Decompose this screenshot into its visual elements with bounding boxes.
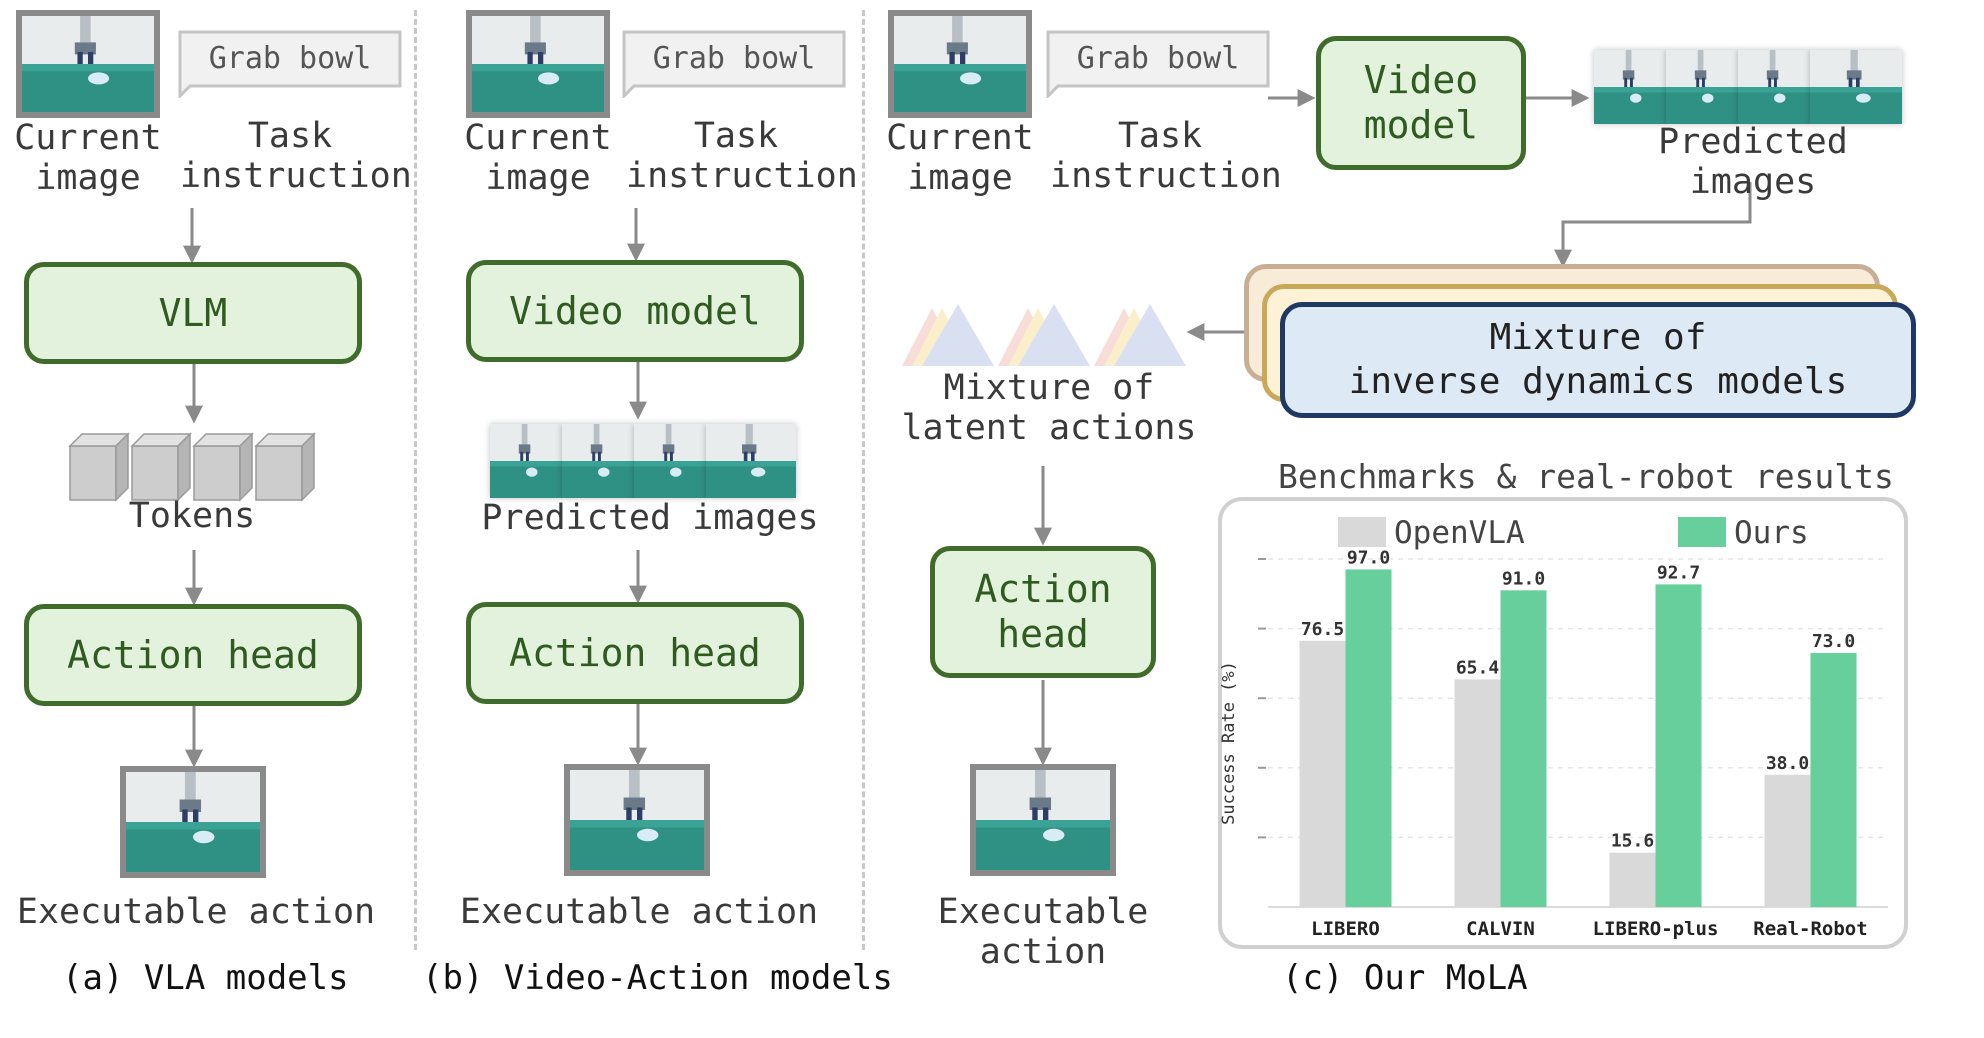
bar-openvla-libero [1299,640,1346,907]
caption-a: (a) VLA models [62,958,349,998]
chart-title: Benchmarks & real-robot results [1268,457,1904,496]
data-label: 92.7 [1657,562,1700,583]
x-tick-label: LIBERO [1311,918,1380,940]
bar-ours-calvin [1500,590,1547,907]
data-label: 15.6 [1611,831,1654,852]
executable-action-label-c: Executable action [937,892,1149,972]
divider-right [862,10,865,950]
idm-card-front: Mixture of inverse dynamics models [1280,302,1916,418]
bar-openvla-libero-plus [1609,852,1656,907]
instruction-text-b: Grab bowl [652,40,816,76]
executable-action-image-c [970,764,1116,876]
data-label: 91.0 [1502,568,1545,589]
bar-openvla-calvin [1454,679,1501,907]
instruction-card-b: Grab bowl [622,30,846,98]
predicted-frame-c4 [1810,50,1902,124]
action-head-box-b: Action head [466,602,804,704]
task-instruction-label-a: Task instruction [180,116,412,196]
bar-ours-real-robot [1810,652,1857,907]
video-model-box-b: Video model [466,260,804,362]
data-label: 76.5 [1301,619,1344,640]
idm-label: Mixture of inverse dynamics models [1348,317,1848,402]
token-cubes [68,432,316,502]
data-label: 97.0 [1347,547,1390,568]
instruction-text-a: Grab bowl [208,40,372,76]
latent-action-triangles [902,304,1186,366]
tokens-label: Tokens [128,496,256,536]
caption-b: (b) Video-Action models [422,958,893,998]
legend-swatch-openvla [1338,517,1386,547]
task-instruction-label-b: Task instruction [626,116,858,196]
predicted-frame-b2 [562,424,634,498]
predicted-images-label-c: Predicted images [1658,122,1848,202]
bar-ours-libero [1345,569,1392,907]
current-image-a [16,10,160,118]
predicted-images-label-b: Predicted images [481,498,819,538]
instruction-card-a: Grab bowl [178,30,402,98]
current-image-label-c: Current image [886,118,1034,198]
divider-left [414,10,417,950]
caption-c: (c) Our MoLA [1282,958,1528,998]
instruction-text-c: Grab bowl [1076,40,1240,76]
data-label: 65.4 [1456,657,1500,678]
predicted-frame-b3 [634,424,706,498]
vlm-box: VLM [24,262,362,364]
data-label: 38.0 [1766,753,1809,774]
action-head-box-a: Action head [24,604,362,706]
executable-action-label-b: Executable action [459,892,819,932]
predicted-frame-b1 [490,424,562,498]
instruction-card-c: Grab bowl [1046,30,1270,98]
executable-action-image-a [120,766,266,878]
y-axis-label: Success Rate (%) [1219,661,1239,825]
predicted-frame-b4 [706,424,796,498]
current-image-label-a: Current image [14,118,162,198]
bar-ours-libero-plus [1655,584,1702,907]
current-image-label-b: Current image [464,118,612,198]
x-tick-label: CALVIN [1466,918,1535,940]
legend-swatch-ours [1678,517,1726,547]
executable-action-label-a: Executable action [16,892,376,932]
current-image-b [466,10,610,118]
latent-actions-label: Mixture of latent actions [901,368,1197,448]
current-image-c [888,10,1032,118]
task-instruction-label-c: Task instruction [1050,116,1282,196]
predicted-frame-c3 [1738,50,1810,124]
video-model-box-c: Video model [1316,36,1526,170]
predicted-frame-c1 [1594,50,1666,124]
data-label: 73.0 [1812,631,1855,652]
executable-action-image-b [564,764,710,876]
bar-openvla-real-robot [1764,774,1811,907]
legend-label-ours: Ours [1734,515,1809,551]
x-tick-label: LIBERO-plus [1593,918,1719,940]
legend-label-openvla: OpenVLA [1394,515,1525,551]
action-head-box-c: Action head [930,546,1156,678]
x-tick-label: Real-Robot [1753,918,1867,940]
predicted-frame-c2 [1666,50,1738,124]
